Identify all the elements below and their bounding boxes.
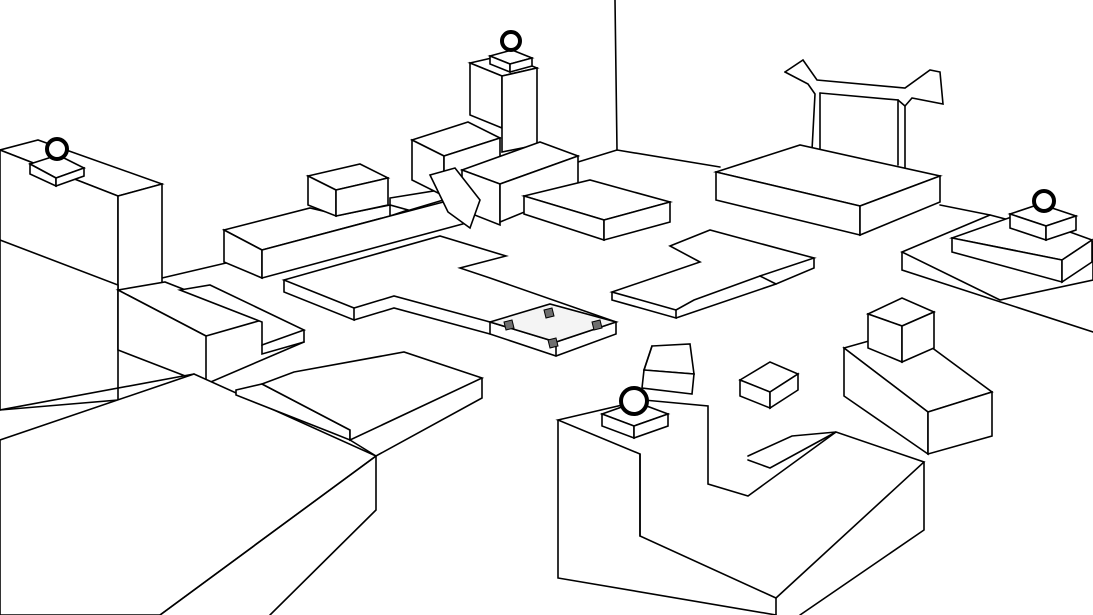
button-right — [1032, 189, 1056, 213]
button-left — [45, 137, 69, 161]
button-top — [500, 30, 522, 52]
small-cube-1[interactable] — [641, 343, 695, 395]
center-slab[interactable] — [520, 179, 674, 242]
plate-mark-4 — [547, 337, 559, 349]
button-pedestal-front[interactable] — [599, 386, 671, 440]
lower-left-block[interactable] — [0, 373, 378, 615]
front-l-block[interactable] — [555, 399, 926, 615]
left-tower[interactable] — [0, 139, 165, 411]
left-mid-steps[interactable] — [0, 281, 307, 411]
pressure-plate[interactable] — [487, 303, 619, 349]
plate-mark-3 — [591, 319, 603, 331]
lower-left-stairs[interactable] — [235, 351, 485, 457]
plate-mark-2 — [543, 307, 555, 319]
button-pedestal-left[interactable] — [27, 137, 87, 188]
button-front — [619, 386, 649, 416]
button-pedestal-right[interactable] — [1007, 189, 1079, 242]
t-slab[interactable] — [609, 229, 817, 320]
gate-platform[interactable] — [713, 144, 943, 237]
right-cube-block[interactable] — [842, 297, 994, 456]
right-platform[interactable] — [900, 213, 1093, 333]
plate-mark-1 — [503, 319, 515, 331]
back-wall-corner — [161, 0, 991, 279]
button-pedestal-top[interactable] — [487, 30, 535, 74]
central-tower[interactable] — [409, 54, 581, 230]
torii-gate[interactable] — [784, 58, 944, 169]
small-cube-2[interactable] — [738, 361, 800, 410]
